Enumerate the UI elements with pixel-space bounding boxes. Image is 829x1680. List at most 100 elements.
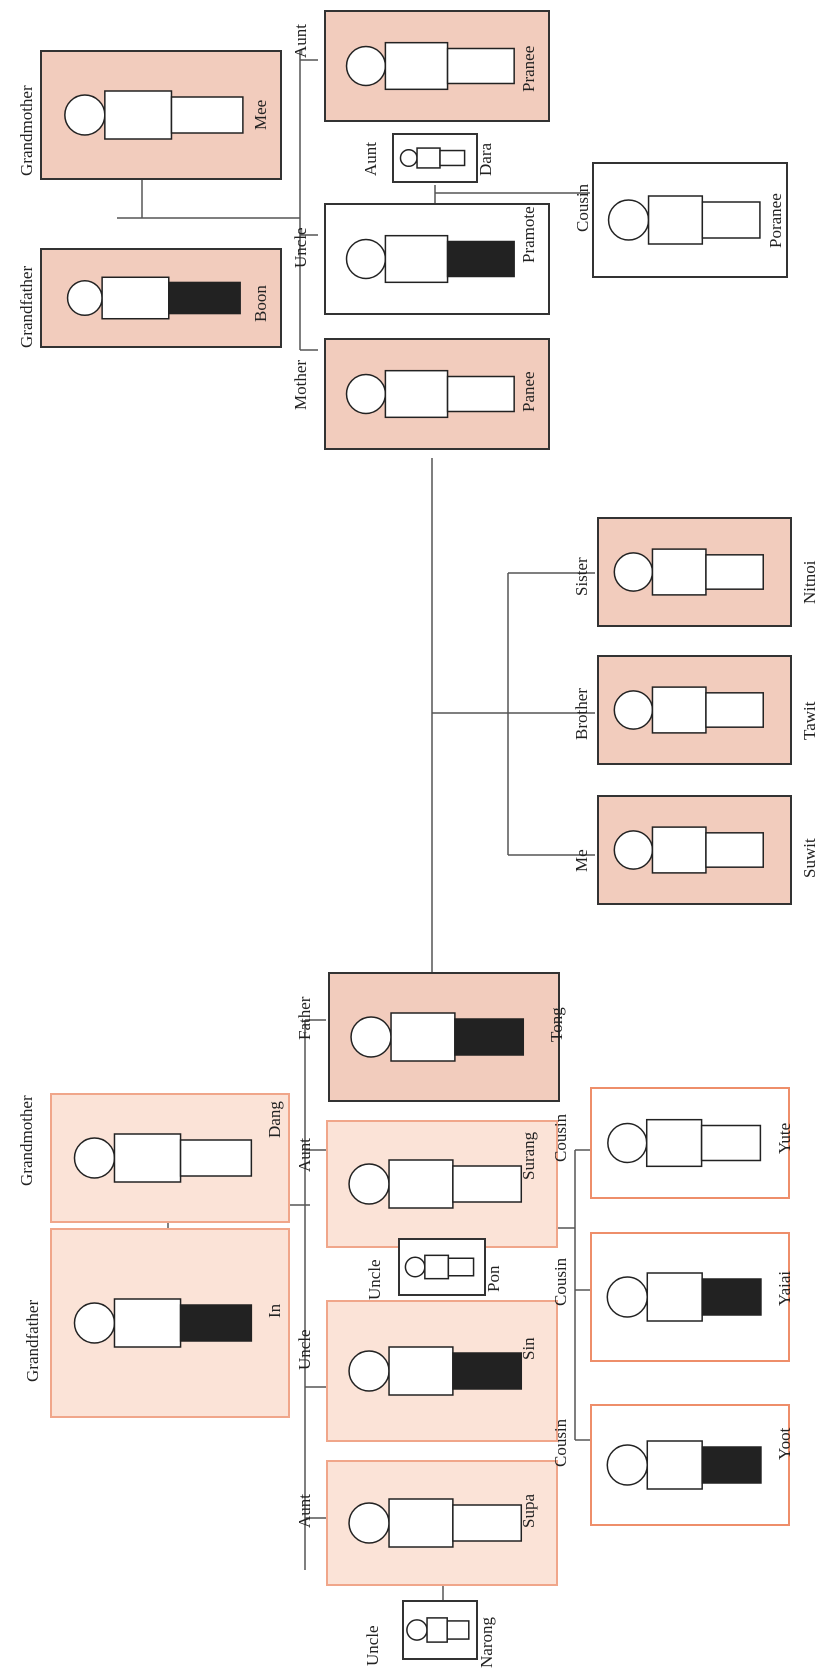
person-torso-icon — [646, 1272, 703, 1322]
role-label-narong: Uncle — [363, 1625, 382, 1666]
person-figure-icon — [73, 1133, 253, 1183]
name-label-narong: Narong — [477, 1617, 496, 1668]
person-head-icon — [607, 199, 650, 241]
role-label-boon: Grandfather — [17, 265, 36, 348]
role-label-in: Grandfather — [23, 1299, 42, 1382]
name-label-yaiai: Yaiai — [775, 1270, 794, 1306]
name-label-dara: Dara — [476, 142, 495, 176]
person-head-icon — [73, 1137, 116, 1179]
name-label-dang: Dang — [265, 1101, 284, 1138]
person-head-icon — [613, 552, 654, 592]
name-label-panee: Panee — [519, 371, 538, 412]
person-torso-icon — [426, 1617, 448, 1643]
person-legs-icon — [446, 1620, 470, 1640]
name-label-mee: Mee — [251, 99, 270, 130]
person-figure-icon — [345, 234, 515, 284]
person-head-icon — [606, 1276, 649, 1318]
person-figure-icon — [606, 1440, 762, 1490]
name-label-pon: Pon — [484, 1265, 503, 1292]
person-card-yoot — [590, 1404, 790, 1526]
person-figure-icon — [399, 147, 466, 169]
person-legs-icon — [447, 1257, 475, 1277]
person-head-icon — [66, 279, 103, 317]
person-figure-icon — [606, 1272, 762, 1322]
person-head-icon — [350, 1016, 392, 1058]
person-legs-icon — [446, 240, 515, 278]
person-legs-icon — [446, 375, 515, 413]
person-figure-icon — [613, 686, 764, 734]
person-legs-icon — [700, 1124, 762, 1162]
person-figure-icon — [348, 1346, 523, 1396]
person-torso-icon — [651, 548, 707, 596]
person-head-icon — [606, 1444, 649, 1486]
name-label-suwit: Suwit — [800, 838, 819, 878]
person-legs-icon — [452, 1165, 523, 1203]
name-label-yute: Yute — [775, 1122, 794, 1154]
person-torso-icon — [384, 41, 449, 91]
person-head-icon — [404, 1256, 426, 1278]
person-head-icon — [345, 238, 387, 280]
person-torso-icon — [416, 147, 441, 169]
person-legs-icon — [701, 1278, 762, 1316]
person-torso-icon — [646, 1440, 703, 1490]
person-legs-icon — [446, 47, 515, 85]
person-head-icon — [73, 1302, 116, 1344]
person-figure-icon — [64, 90, 244, 140]
person-legs-icon — [705, 554, 764, 590]
person-card-pranee — [324, 10, 550, 122]
role-label-dang: Grandmother — [17, 1095, 36, 1186]
name-label-supa: Supa — [519, 1494, 538, 1528]
name-label-surang: Surang — [519, 1131, 538, 1180]
person-figure-icon — [613, 548, 764, 596]
person-head-icon — [348, 1163, 390, 1205]
person-legs-icon — [170, 96, 244, 134]
person-legs-icon — [454, 1018, 525, 1056]
person-head-icon — [613, 830, 654, 870]
person-card-yaiai — [590, 1232, 790, 1362]
person-legs-icon — [179, 1139, 253, 1177]
role-label-yoot: Cousin — [551, 1418, 570, 1467]
person-figure-icon — [345, 41, 515, 91]
person-legs-icon — [168, 281, 241, 315]
name-label-sin: Sin — [519, 1337, 538, 1360]
person-torso-icon — [651, 826, 707, 874]
person-torso-icon — [651, 686, 707, 734]
name-label-yoot: Yoot — [775, 1427, 794, 1460]
person-torso-icon — [113, 1133, 182, 1183]
person-legs-icon — [452, 1504, 523, 1542]
person-card-surang — [326, 1120, 558, 1248]
person-legs-icon — [705, 832, 764, 868]
person-figure-icon — [348, 1498, 523, 1548]
person-card-in — [50, 1228, 290, 1418]
name-label-in: In — [265, 1303, 284, 1318]
person-torso-icon — [424, 1254, 450, 1280]
person-card-mee — [40, 50, 282, 180]
person-legs-icon — [452, 1352, 523, 1390]
person-card-nitnoi — [597, 517, 792, 627]
person-card-dara — [392, 133, 478, 183]
name-label-pranee: Pranee — [519, 45, 538, 92]
person-card-dang — [50, 1093, 290, 1223]
person-legs-icon — [179, 1304, 253, 1342]
person-torso-icon — [104, 90, 173, 140]
person-head-icon — [64, 94, 106, 136]
person-head-icon — [613, 690, 654, 730]
person-torso-icon — [384, 369, 449, 419]
person-head-icon — [345, 373, 387, 415]
person-card-supa — [326, 1460, 558, 1586]
role-label-tong: Father — [295, 996, 314, 1040]
role-label-pon: Uncle — [365, 1259, 384, 1300]
person-figure-icon — [404, 1254, 475, 1280]
person-figure-icon — [73, 1298, 253, 1348]
role-label-surang: Aunt — [295, 1138, 314, 1172]
person-card-narong — [402, 1600, 478, 1660]
person-figure-icon — [607, 195, 761, 245]
person-card-sin — [326, 1300, 558, 1442]
person-torso-icon — [388, 1159, 454, 1209]
person-head-icon — [345, 45, 387, 87]
person-figure-icon — [66, 276, 241, 320]
role-label-sin: Uncle — [295, 1329, 314, 1370]
role-label-panee: Mother — [291, 359, 310, 410]
person-head-icon — [348, 1502, 390, 1544]
